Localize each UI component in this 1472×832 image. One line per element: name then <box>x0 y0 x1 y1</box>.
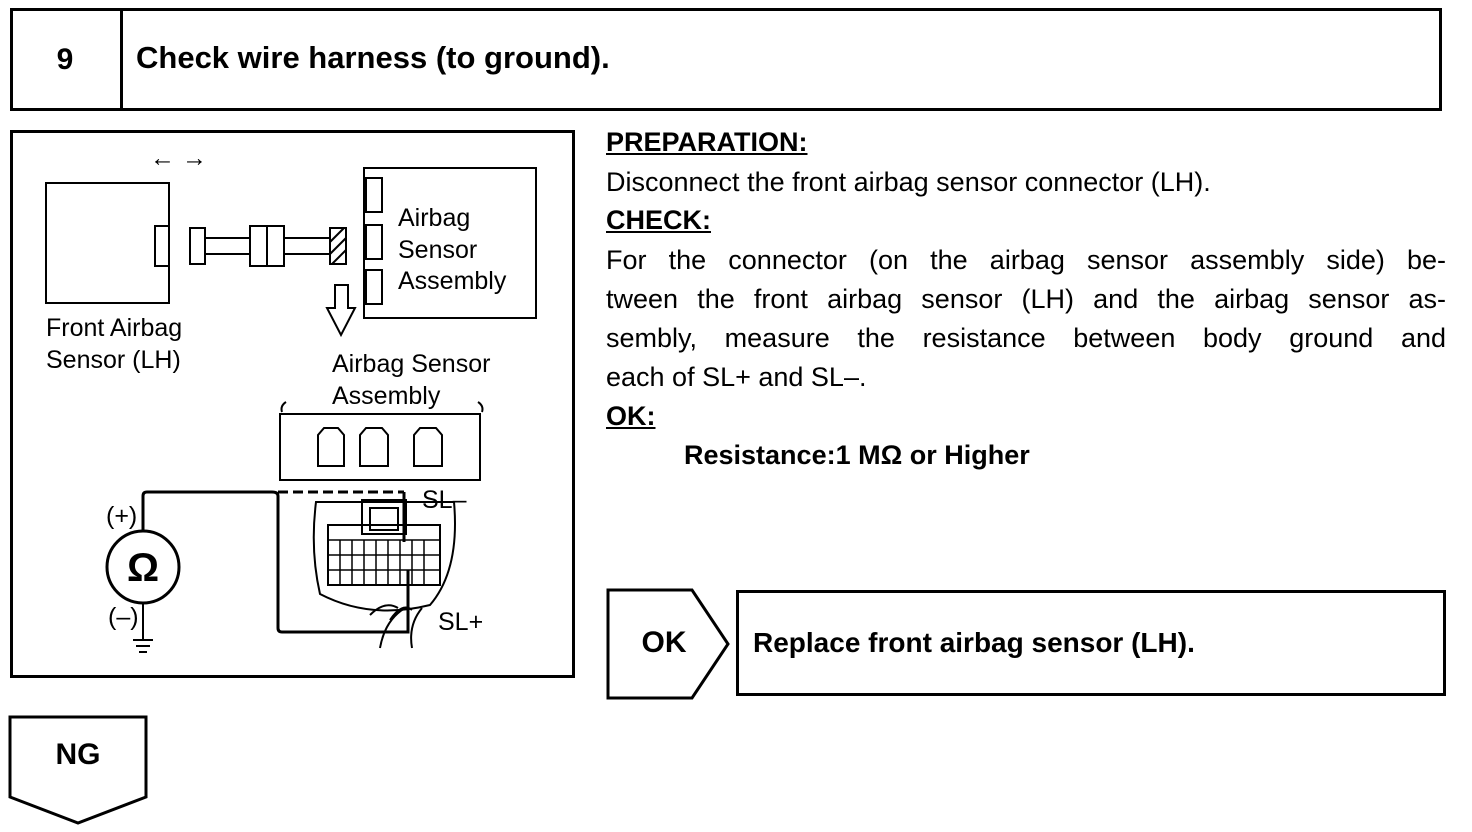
wiring-diagram-frame <box>10 130 575 678</box>
front-sensor-label-2: Sensor (LH) <box>46 346 181 374</box>
check-line-4: each of SL+ and SL–. <box>606 362 867 392</box>
preparation-text: Disconnect the front airbag sensor conne… <box>606 167 1211 197</box>
airbag-sensor-assembly-body <box>363 167 537 319</box>
ok-result-box: Replace front airbag sensor (LH). <box>736 590 1446 696</box>
assembly-label-1: Airbag <box>398 204 470 232</box>
connector-label-1: Airbag Sensor <box>332 350 490 378</box>
connector-face <box>312 501 456 612</box>
connector-label-2: Assembly <box>332 382 441 410</box>
ok-arrow-tag <box>606 588 730 700</box>
sl-plus-lead <box>276 500 410 634</box>
positive-lead <box>141 490 280 531</box>
assembly-label-2: Sensor <box>398 236 477 264</box>
harness-plug-right-hatched <box>329 227 347 265</box>
sl-minus-label: SL– <box>422 486 467 514</box>
ok-heading: OK: <box>606 401 656 431</box>
check-heading: CHECK: <box>606 205 711 235</box>
check-line-2: tween the front airbag sensor (LH) and t… <box>606 284 1446 314</box>
ohm-symbol: Ω <box>127 546 159 590</box>
connector-housing <box>279 413 481 481</box>
minus-label: (–) <box>108 603 139 631</box>
step-number: 9 <box>10 8 123 111</box>
sl-plus-label: SL+ <box>438 608 483 636</box>
assembly-label-3: Assembly <box>398 267 507 295</box>
wiring-diagram: ← → Airbag Sensor Assembly Front Airbag … <box>45 144 537 653</box>
harness-plug-left <box>189 227 206 265</box>
ng-arrow-tag <box>8 715 148 825</box>
front-sensor-body <box>45 182 170 304</box>
step-header-box <box>10 8 1442 111</box>
front-sensor-label-1: Front Airbag <box>46 314 182 342</box>
ok-label: OK <box>641 626 687 659</box>
ok-spec: Resistance:1 MΩ or Higher <box>684 440 1030 470</box>
step-title: Check wire harness (to ground). <box>136 40 610 75</box>
preparation-heading: PREPARATION: <box>606 127 808 157</box>
plus-label: (+) <box>106 502 137 530</box>
check-line-3: sembly, measure the resistance between b… <box>606 323 1446 353</box>
ng-label: NG <box>55 738 101 771</box>
ground-icon <box>133 639 153 653</box>
front-sensor-connector <box>154 225 170 267</box>
check-text: For the connector (on the airbag sensor … <box>606 241 1446 397</box>
movement-arrows: ← → <box>150 144 207 172</box>
ok-result-text: Replace front airbag sensor (LH). <box>753 627 1195 658</box>
down-arrow-icon <box>325 284 357 338</box>
check-line-1: For the connector (on the airbag sensor … <box>606 245 1446 275</box>
